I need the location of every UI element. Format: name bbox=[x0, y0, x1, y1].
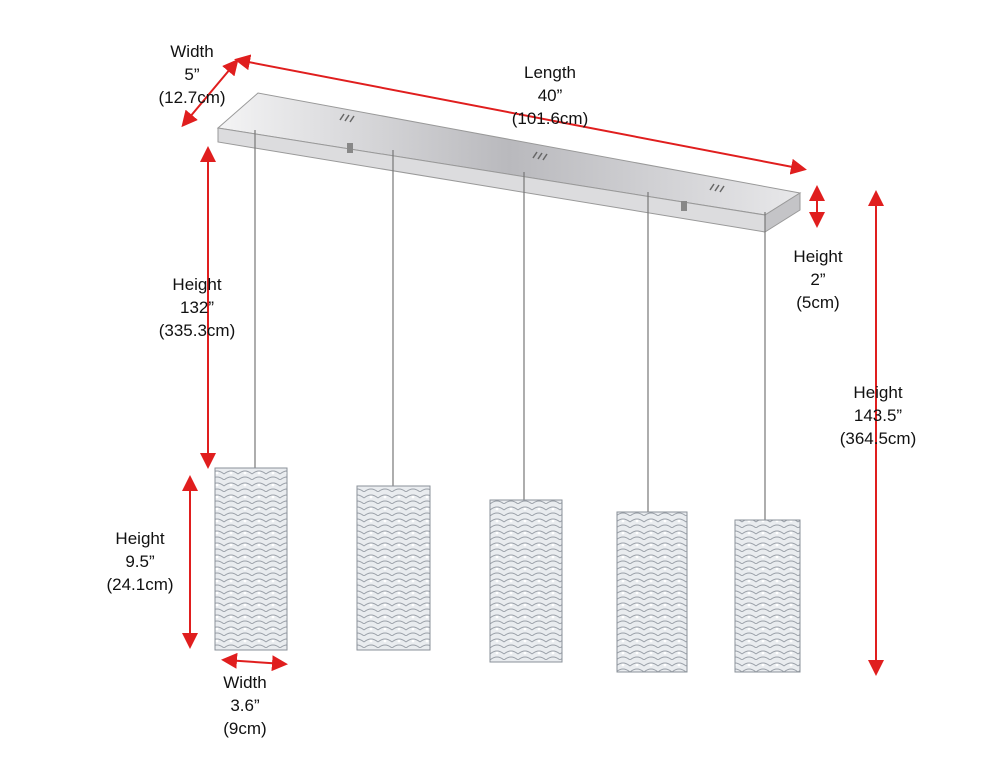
dim-imperial: 143.5” bbox=[853, 406, 903, 425]
arrow-canopy-length bbox=[234, 54, 807, 175]
dim-metric: (335.3cm) bbox=[158, 321, 236, 340]
arrow-pendant-width bbox=[221, 652, 288, 672]
pendant-cords bbox=[254, 130, 766, 522]
arrow-canopy-width bbox=[181, 58, 239, 128]
dim-metric: (24.1cm) bbox=[106, 575, 174, 594]
dim-title: Height bbox=[793, 247, 843, 266]
dim-imperial: 3.6” bbox=[230, 696, 260, 715]
dim-metric: (12.7cm) bbox=[158, 88, 226, 107]
pendant-3 bbox=[489, 499, 563, 663]
pendants bbox=[214, 467, 801, 673]
pendant-4 bbox=[616, 511, 688, 673]
label-cord-height: Height 132” (335.3cm) bbox=[159, 273, 236, 342]
dim-title: Width bbox=[223, 673, 267, 692]
dim-imperial: 40” bbox=[537, 86, 563, 105]
dim-metric: (5cm) bbox=[796, 293, 840, 312]
pendant-1 bbox=[214, 467, 288, 651]
dim-title: Height bbox=[853, 383, 903, 402]
label-canopy-length: Length 40” (101.6cm) bbox=[512, 61, 589, 130]
dim-metric: (364.5cm) bbox=[839, 429, 917, 448]
label-canopy-height: Height 2” (5cm) bbox=[793, 245, 842, 314]
canopy bbox=[216, 92, 802, 233]
label-pendant-height: Height 9.5” (24.1cm) bbox=[106, 527, 173, 596]
dim-imperial: 2” bbox=[810, 270, 826, 289]
dim-title: Length bbox=[524, 63, 576, 82]
label-overall-height: Height 143.5” (364.5cm) bbox=[840, 381, 917, 450]
dim-metric: (9cm) bbox=[223, 719, 267, 738]
dim-imperial: 5” bbox=[184, 65, 200, 84]
dim-title: Width bbox=[170, 42, 214, 61]
label-pendant-width: Width 3.6” (9cm) bbox=[223, 671, 266, 740]
dimension-arrows bbox=[181, 54, 884, 676]
dim-title: Height bbox=[115, 529, 165, 548]
dim-title: Height bbox=[172, 275, 222, 294]
dim-metric: (101.6cm) bbox=[511, 109, 589, 128]
label-canopy-width: Width 5” (12.7cm) bbox=[158, 40, 225, 109]
pendant-2 bbox=[356, 485, 431, 651]
dim-imperial: 132” bbox=[179, 298, 215, 317]
pendant-5 bbox=[734, 519, 801, 673]
dim-imperial: 9.5” bbox=[125, 552, 155, 571]
